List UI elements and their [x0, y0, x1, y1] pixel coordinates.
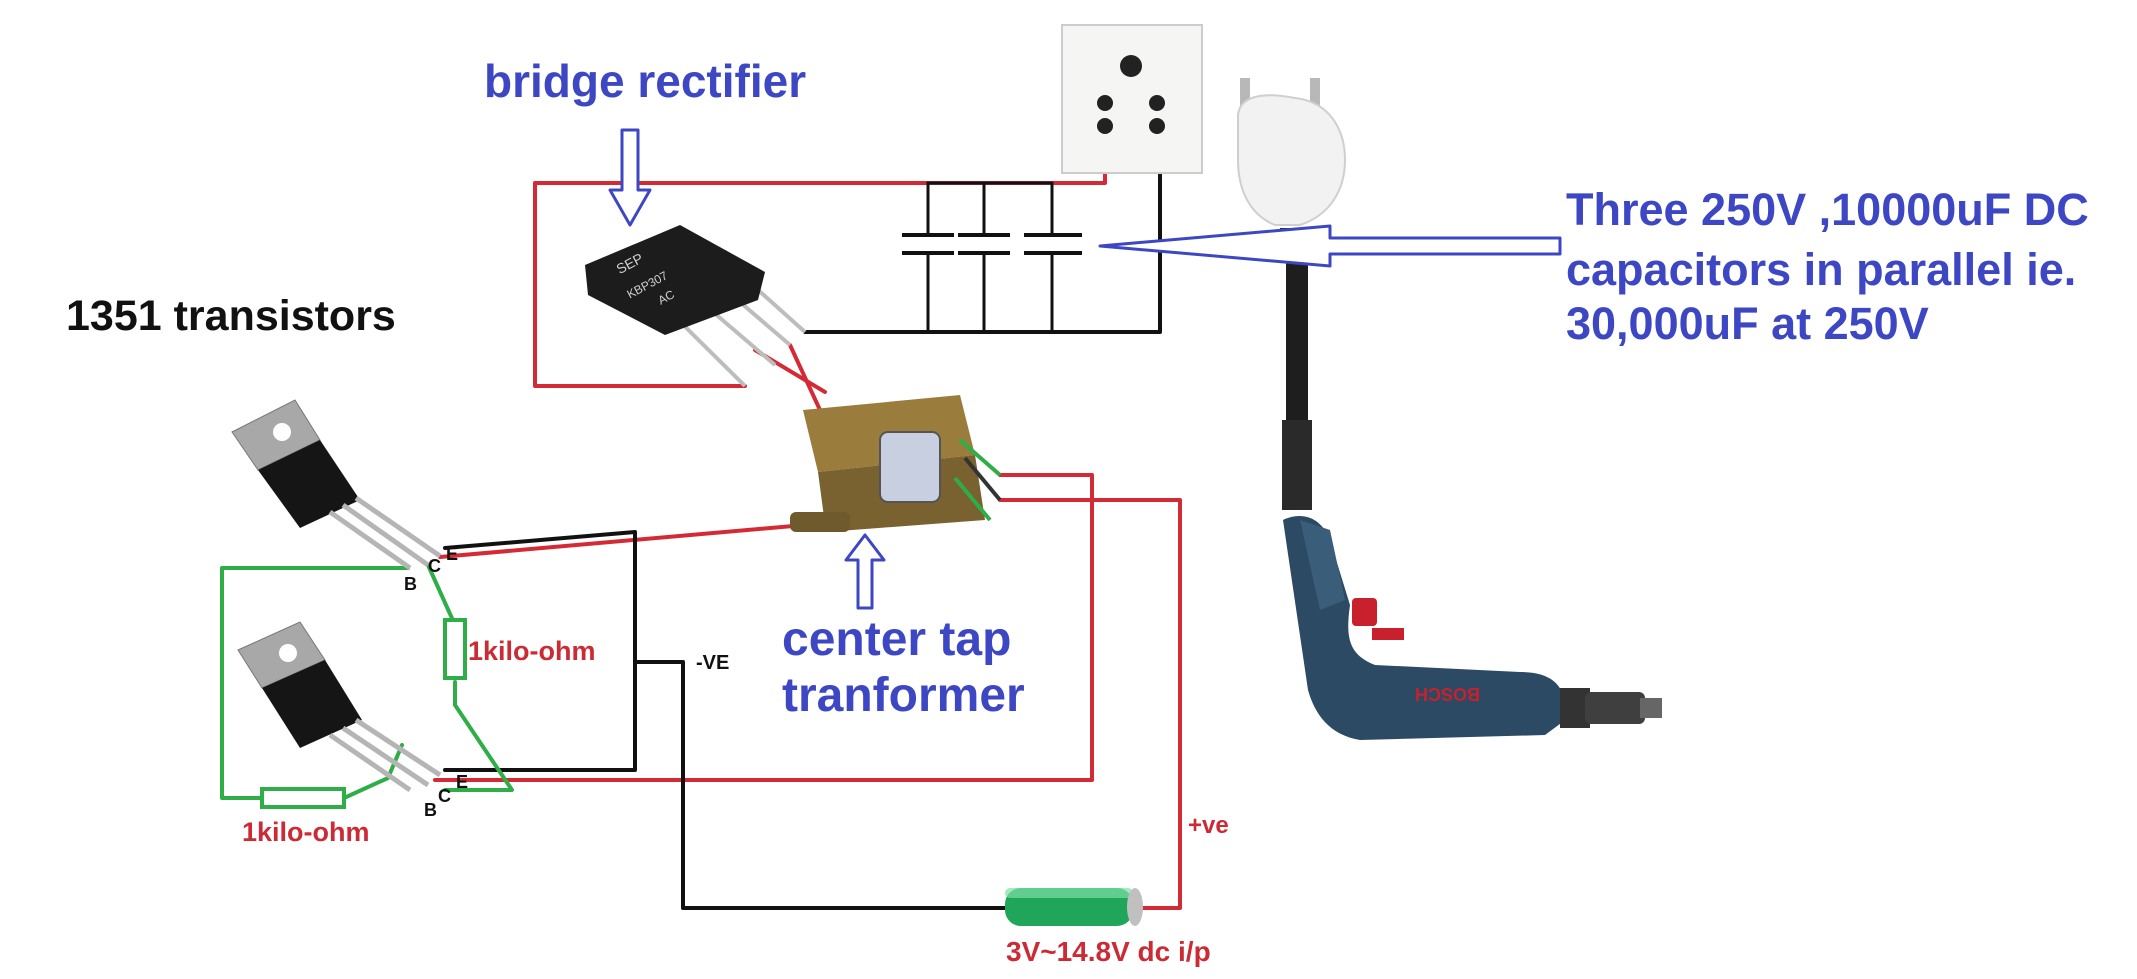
transistor-1-pin-b: B [404, 574, 417, 594]
resistor-1-symbol [443, 618, 467, 680]
transistor-1-pin-c: C [428, 556, 441, 576]
green-wire-resistor2 [342, 743, 404, 800]
black-wire-negative [633, 660, 1007, 910]
arrow-to-capacitors [1098, 224, 1562, 268]
arrows [608, 128, 1562, 610]
transistors-label: 1351 transistors [66, 292, 396, 340]
transformer-label-line2: tranformer [782, 669, 1025, 722]
bridge-rectifier-component: SEP KBP307 AC [585, 225, 807, 388]
capacitors-label-line2: capacitors in parallel ie. [1566, 244, 2077, 295]
drill-brand: BOSCH [1415, 684, 1480, 704]
plug-and-cable [1237, 78, 1347, 510]
red-wire-transformer-output [433, 473, 1094, 782]
transformer-label-line1: center tap [782, 613, 1012, 666]
capacitors-label-line1: Three 250V ,10000uF DC [1566, 184, 2089, 235]
arrow-to-transformer [844, 533, 886, 610]
capacitors-label-line3: 30,000uF at 250V [1566, 298, 1929, 349]
transistor-2-pin-b: B [424, 800, 437, 820]
red-wire-rectifier-loop [533, 163, 1107, 388]
resistor-2-label: 1kilo-ohm [242, 817, 370, 847]
negative-terminal-label: -VE [696, 652, 730, 674]
transistor-2-pin-e: E [456, 772, 469, 792]
capacitors [902, 233, 1082, 255]
battery-input-label: 3V~14.8V dc i/p [1006, 936, 1211, 967]
wall-socket [1061, 24, 1203, 174]
red-wire-transformer-emitter [998, 498, 1182, 910]
black-wire-dc-bus [803, 163, 1162, 334]
transistor-2 [237, 621, 442, 793]
transistor-1 [231, 399, 442, 571]
bridge-rectifier-label: bridge rectifier [484, 55, 807, 107]
transistor-1-pin-e: E [446, 544, 459, 564]
transistor-2-pin-c: C [438, 786, 451, 806]
transformer-component [790, 395, 1002, 532]
resistor-2-symbol [260, 787, 346, 809]
green-wire-base-loop [220, 566, 410, 800]
power-drill: BOSCH [1283, 516, 1662, 740]
battery-component [1005, 888, 1143, 926]
arrow-to-rectifier [608, 128, 652, 227]
green-wire-collector2 [443, 680, 514, 792]
resistor-1-label: 1kilo-ohm [468, 636, 596, 666]
black-wire-emitter-loop [443, 530, 637, 772]
positive-terminal-label: +ve [1188, 812, 1229, 839]
red-wire-rectifier-transformer-2 [788, 343, 822, 412]
